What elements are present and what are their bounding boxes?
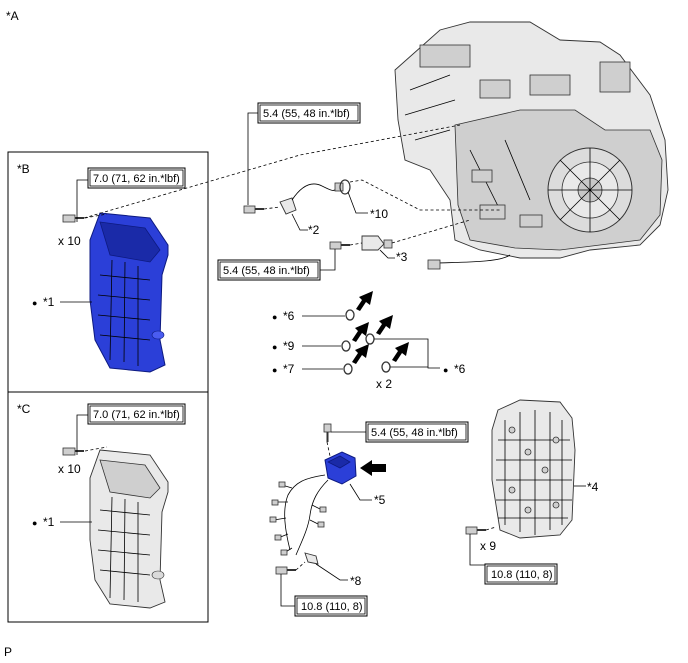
- bullet-p1-b: ●: [32, 298, 37, 308]
- bullet-p6-left: ●: [272, 312, 277, 322]
- arrow-gasket-p6-right-a: [376, 315, 393, 335]
- leader-oil-pan-b-torque: [76, 179, 88, 222]
- torque-box-sensor-left: [217, 259, 321, 281]
- torque-box-valve-body: [484, 563, 558, 585]
- valve-body-bolt: [465, 526, 486, 535]
- leader-sensor-left-torque: [320, 249, 336, 271]
- callout-p1-c: *1: [43, 515, 55, 529]
- leader-p8: [315, 563, 348, 581]
- leader-valve-body-torque: [469, 534, 485, 566]
- speed-sensor-p3: [361, 235, 393, 251]
- torque-box-oil-pan-c: [87, 403, 186, 425]
- bullet-p7: ●: [272, 365, 277, 375]
- callout-p8: *8: [350, 574, 362, 588]
- qty-oil-pan-b-bolts: x 10: [58, 234, 81, 248]
- oil-pan-c: [89, 449, 169, 609]
- arrow-gasket-p6: [356, 291, 373, 311]
- wire-harness: [269, 474, 329, 556]
- callout-p4: *4: [587, 480, 599, 494]
- solenoid-bolt: [323, 423, 332, 442]
- dash-sensor-bolt: [263, 206, 281, 210]
- callout-p3: *3: [396, 250, 408, 264]
- solenoid-p5-highlighted: [324, 451, 357, 485]
- torque-harness: 10.8 (110, 8): [301, 601, 363, 613]
- view-label-c: *C: [17, 402, 31, 416]
- o-ring-p10: [339, 179, 351, 195]
- torque-box-harness: [294, 595, 368, 617]
- torque-box-oil-pan-b: [87, 167, 186, 189]
- oil-pan-b-highlighted: [89, 212, 169, 373]
- arrow-solenoid: [360, 460, 386, 476]
- bullet-p6-right: ●: [443, 365, 448, 375]
- oil-pan-bolt-b: [62, 214, 84, 223]
- bullet-p1-c: ●: [32, 518, 37, 528]
- leader-sensor-top-torque: [247, 112, 258, 205]
- callout-p7: *7: [283, 362, 295, 376]
- gasket-p6-right-a: [365, 333, 375, 345]
- dash-sensor3-bolt: [349, 242, 363, 246]
- torque-oil-pan-b: 7.0 (71, 62 in.*lbf): [93, 173, 180, 185]
- leader-p3: [379, 249, 395, 259]
- torque-valve-body: 10.8 (110, 8): [491, 569, 553, 581]
- leader-p2: [291, 213, 308, 231]
- leader-p5: [349, 483, 372, 501]
- callout-p2: *2: [308, 223, 320, 237]
- torque-solenoid: 5.4 (55, 48 in.*lbf): [371, 427, 458, 439]
- qty-gaskets: x 2: [376, 377, 392, 391]
- dash-solenoid-bolt: [326, 441, 331, 457]
- dash-oil-pan-c-bolt: [84, 446, 108, 452]
- dash-valve-body-bolt: [485, 526, 497, 531]
- arrow-gasket-p7: [352, 344, 369, 364]
- inset-frame-c: [7, 391, 209, 623]
- transmission-assembly: [394, 21, 669, 270]
- gasket-p6-right-b: [381, 361, 391, 373]
- torque-sensor-top: 5.4 (55, 48 in.*lbf): [263, 108, 350, 120]
- callout-p5: *5: [374, 493, 386, 507]
- bullet-p9: ●: [272, 342, 277, 352]
- dash-harness-bolt: [295, 561, 306, 571]
- arrow-gasket-p9: [352, 322, 369, 342]
- torque-oil-pan-c: 7.0 (71, 62 in.*lbf): [93, 409, 180, 421]
- callout-p6-right: *6: [454, 362, 466, 376]
- torque-sensor-left: 5.4 (55, 48 in.*lbf): [223, 265, 310, 277]
- arrow-gasket-p6-right-b: [392, 342, 409, 362]
- callout-p10: *10: [370, 207, 388, 221]
- footer-code: P: [4, 645, 12, 658]
- view-label-b: *B: [17, 162, 30, 176]
- qty-valve-body-bolts: x 9: [480, 539, 496, 553]
- gasket-p7: [343, 363, 353, 375]
- callout-p1-b: *1: [43, 295, 55, 309]
- speed-sensor-p2: [279, 182, 344, 215]
- sensor-bolt-top: [243, 205, 264, 214]
- view-label-a: *A: [6, 9, 19, 23]
- leader-p6-right: [374, 338, 440, 369]
- gasket-p9: [341, 340, 351, 352]
- gasket-p6-upper: [345, 309, 355, 321]
- callout-p6-left: *6: [283, 309, 295, 323]
- leader-p10: [347, 191, 368, 214]
- harness-bolt: [275, 566, 296, 575]
- leader-oil-pan-c-torque: [76, 414, 88, 455]
- qty-oil-pan-c-bolts: x 10: [58, 462, 81, 476]
- dash-sensor3-to-transmission: [391, 219, 471, 244]
- sensor-bolt-left: [329, 241, 350, 250]
- valve-body-p4: [491, 399, 576, 539]
- dash-sensor-to-transmission: [349, 179, 500, 211]
- torque-box-solenoid: [365, 421, 469, 443]
- dash-oil-pan-b-bolt: [84, 213, 108, 219]
- leader-harness-torque: [280, 574, 295, 607]
- oil-pan-bolt-c: [62, 447, 84, 456]
- callout-p9: *9: [283, 339, 295, 353]
- harness-clamp-p8: [304, 552, 319, 565]
